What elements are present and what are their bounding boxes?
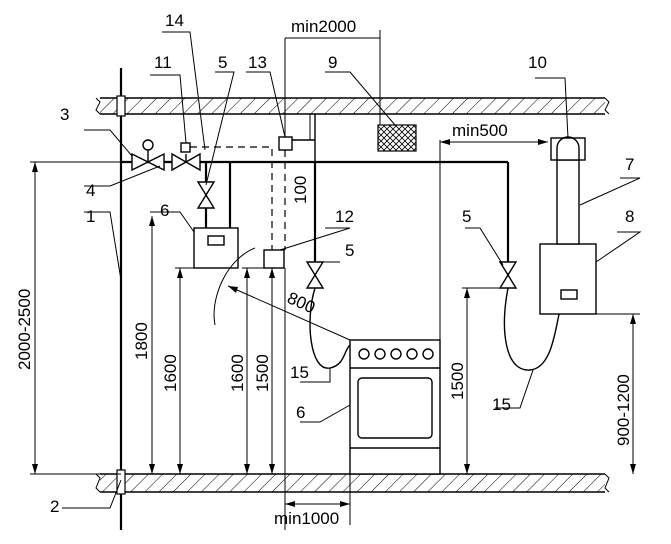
callout-15-right: 15: [492, 395, 511, 414]
gas-riser: [116, 68, 126, 530]
callout-6-meter: 6: [160, 201, 169, 220]
callout-5-top: 5: [218, 53, 227, 72]
dim-1500-mid: 1500: [253, 354, 272, 392]
callout-1: 1: [86, 207, 95, 226]
branch-valves: [196, 181, 518, 289]
callout-2: 2: [50, 497, 59, 516]
dim-100: 100: [291, 176, 310, 204]
leader-lines: [62, 31, 642, 509]
dim-min1000: min1000: [274, 509, 339, 528]
gas-sensor: [263, 249, 285, 269]
callout-4: 4: [86, 181, 95, 200]
callout-labels: 3 4 1 2 11 14 5 13 9 6 12 5 5 10 7 8 15 …: [50, 11, 634, 516]
callout-8: 8: [625, 207, 634, 226]
callout-5-right: 5: [462, 207, 471, 226]
dim-1600-left: 1600: [161, 354, 180, 392]
gas-stove: [349, 339, 441, 475]
dim-2000-2500: 2000-2500: [15, 289, 34, 370]
dim-1600-mid: 1600: [228, 354, 247, 392]
gas-meter: [193, 227, 239, 269]
callout-13: 13: [248, 53, 267, 72]
control-wiring: [190, 146, 286, 250]
callout-9: 9: [328, 53, 337, 72]
callout-15-left: 15: [290, 363, 309, 382]
dim-min500: min500: [452, 121, 508, 140]
ceiling-slab: [95, 97, 610, 115]
dim-min2000: min2000: [291, 17, 356, 36]
dim-1500-right: 1500: [448, 362, 467, 400]
dim-1800: 1800: [132, 322, 151, 360]
flexible-hoses: [309, 287, 561, 371]
callout-10: 10: [528, 53, 547, 72]
main-valves: [131, 139, 201, 172]
callout-5-mid: 5: [345, 241, 354, 260]
gas-boiler: [539, 136, 597, 315]
callout-6-stove: 6: [296, 403, 305, 422]
dimension-labels: min2000 min500 min1000 800 100 2000-2500…: [15, 17, 633, 528]
vent-grille: [377, 124, 417, 152]
floor-slab: [95, 473, 610, 493]
callout-12: 12: [335, 207, 354, 226]
dimension-lines: [30, 37, 640, 507]
callout-3: 3: [60, 105, 69, 124]
callout-7: 7: [625, 155, 634, 174]
callout-11: 11: [154, 53, 172, 72]
distribution-pipe: [121, 160, 510, 268]
callout-14: 14: [165, 11, 184, 30]
dim-900-1200: 900-1200: [614, 374, 633, 446]
